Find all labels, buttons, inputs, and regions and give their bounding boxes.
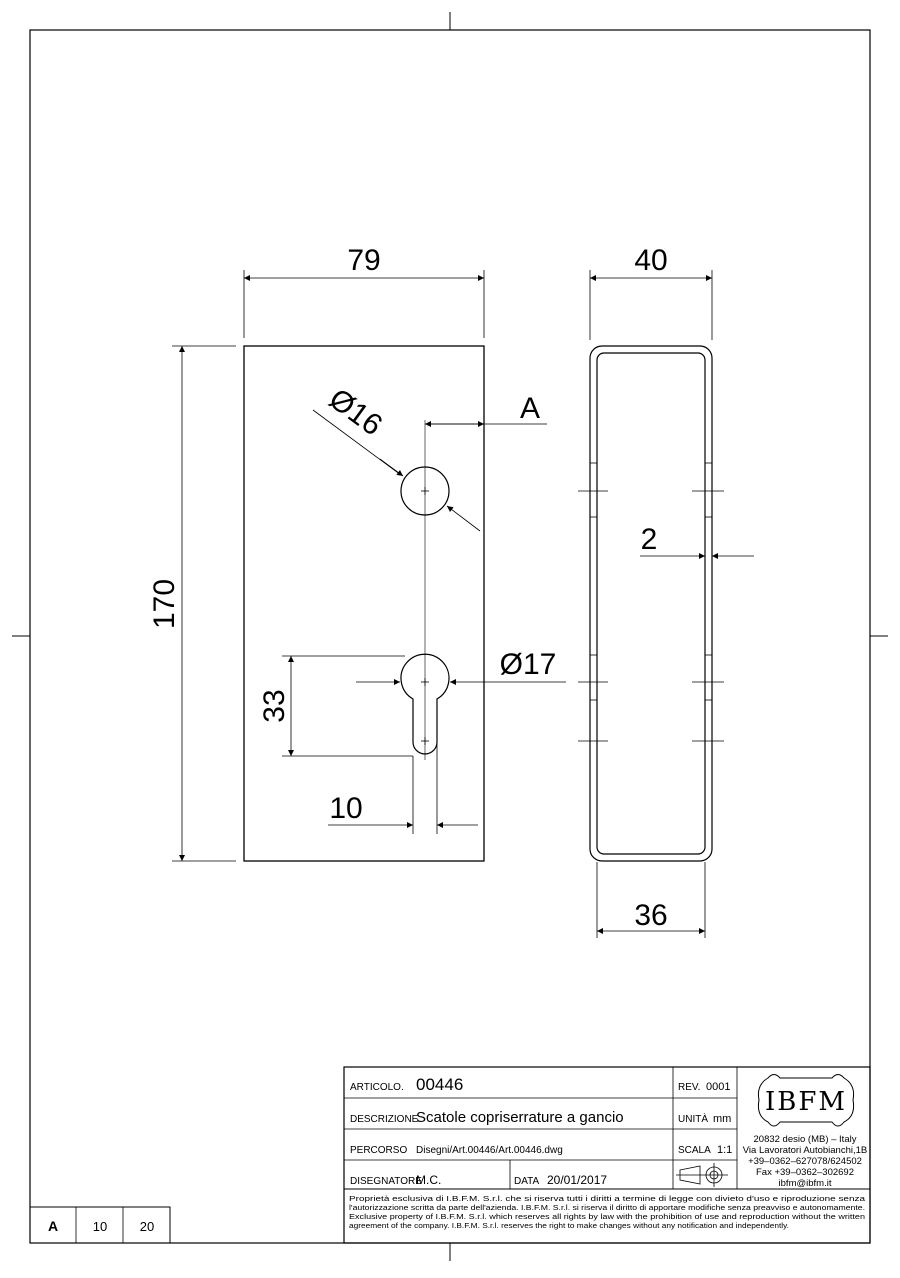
disegnatore-label: DISEGNATORE: [350, 1176, 422, 1187]
front-dimensions: [172, 270, 566, 862]
dim-outer-label: 40: [634, 244, 667, 277]
unita-label: UNITÀ: [678, 1112, 708, 1125]
projection-symbol-icon: [676, 1163, 728, 1187]
side-dimensions: [589, 270, 754, 938]
dim-lower-hole-label: Ø17: [500, 648, 557, 681]
dim-inner-label: 36: [634, 899, 667, 932]
title-block: [343, 1066, 871, 1244]
notice-line: l'autorizzazione scritta da parte dell'a…: [349, 1203, 865, 1212]
data-label: DATA: [514, 1176, 540, 1187]
rev-label: REV.: [678, 1082, 700, 1093]
front-view: [243, 345, 485, 862]
address-line: +39–0362–627078/624502: [748, 1156, 862, 1167]
title-block-text: ARTICOLO. 00446 REV. 0001 DESCRIZIONE Sc…: [350, 1075, 732, 1187]
unita-value: mm: [713, 1113, 731, 1125]
address-line: Fax +39–0362–302692: [756, 1167, 854, 1178]
side-inner-outline: [596, 352, 706, 855]
front-plate-outline: [243, 345, 485, 862]
revision-box: A 10 20: [29, 1206, 171, 1244]
dim-offset-label: 33: [258, 689, 291, 722]
percorso-value: Disegni/Art.00446/Art.00446.dwg: [416, 1145, 563, 1156]
side-view: [578, 345, 724, 862]
dim-slot-label: 10: [329, 792, 362, 825]
dim-width-label: 79: [347, 244, 380, 277]
disegnatore-value: M.C.: [416, 1173, 441, 1187]
company-logo: IBFM: [757, 1074, 855, 1127]
revision-col1: 10: [93, 1219, 107, 1234]
revision-letter: A: [48, 1218, 58, 1234]
front-dimension-labels: 79 170 A Ø16 Ø17 33 10: [148, 244, 556, 825]
notice-line: Proprietà esclusiva di I.B.F.M. S.r.l. c…: [349, 1194, 866, 1203]
scala-value: 1:1: [717, 1144, 732, 1156]
address-line: Via Lavoratori Autobianchi,1B: [743, 1145, 867, 1156]
section-a-label: A: [520, 392, 540, 425]
logo-text: IBFM: [765, 1087, 847, 1117]
articolo-label: ARTICOLO.: [350, 1082, 404, 1093]
company-address: 20832 desio (MB) – Italy Via Lavoratori …: [743, 1134, 867, 1189]
articolo-value: 00446: [416, 1075, 463, 1094]
side-dimension-labels: 40 36 2: [634, 244, 667, 932]
sheet-border: [29, 29, 871, 1244]
descrizione-value: Scatole copriserrature a gancio: [416, 1109, 624, 1126]
revision-col2: 20: [140, 1219, 154, 1234]
dim-wall-label: 2: [641, 523, 658, 556]
dim-upper-hole-label: Ø16: [323, 382, 388, 442]
legal-notice: Proprietà esclusiva di I.B.F.M. S.r.l. c…: [349, 1194, 866, 1230]
scala-label: SCALA: [678, 1145, 711, 1156]
notice-line: agreement of the company. I.B.F.M. S.r.l…: [349, 1221, 789, 1230]
centering-marks: [12, 12, 888, 1261]
dim-height-label: 170: [148, 579, 181, 629]
side-outer-outline: [589, 345, 713, 862]
address-line: 20832 desio (MB) – Italy: [754, 1134, 857, 1145]
rev-value: 0001: [706, 1081, 730, 1093]
percorso-label: PERCORSO: [350, 1145, 407, 1156]
notice-line: Exclusive property of I.B.F.M. S.r.l. wh…: [349, 1212, 865, 1221]
keyhole-cutout: [400, 653, 450, 755]
address-line: ibfm@ibfm.it: [779, 1178, 832, 1189]
data-value: 20/01/2017: [547, 1173, 607, 1187]
descrizione-label: DESCRIZIONE: [350, 1114, 419, 1125]
